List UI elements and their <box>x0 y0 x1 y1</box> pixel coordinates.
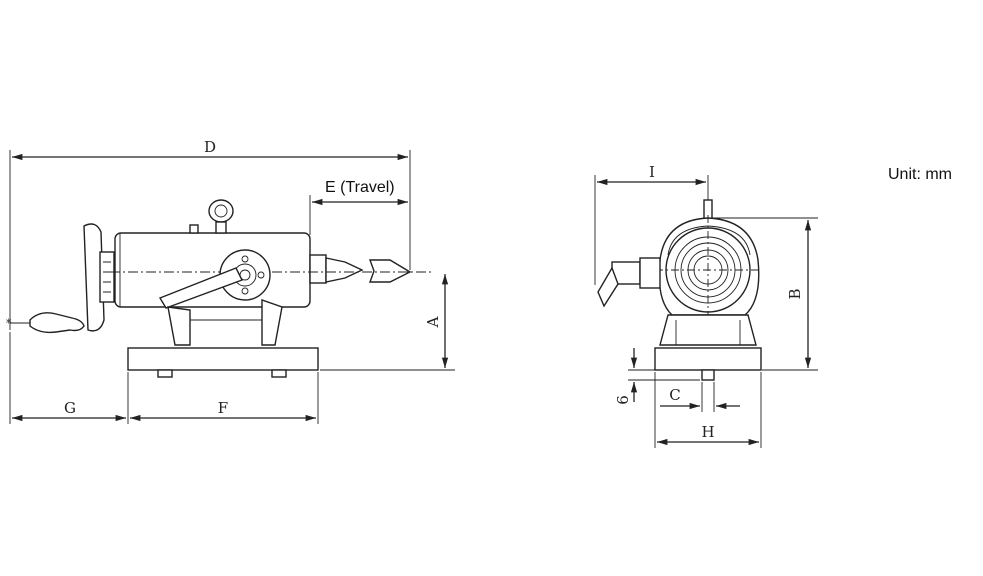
base-plate <box>127 347 319 378</box>
label-e-travel: E (Travel) <box>325 179 395 196</box>
side-view: D E (Travel) * <box>6 138 455 424</box>
label-d: D <box>204 138 216 156</box>
label-c: C <box>669 386 680 404</box>
label-6: 6 <box>614 395 632 405</box>
label-a: A <box>424 316 442 328</box>
tailstock-body <box>110 199 432 346</box>
label-h: H <box>701 423 714 441</box>
label-f: F <box>218 399 228 417</box>
label-g: G <box>64 399 76 417</box>
handwheel: * <box>6 223 115 334</box>
front-view: I B <box>594 163 818 448</box>
label-b: B <box>786 288 804 299</box>
svg-text:*: * <box>6 317 12 330</box>
label-i: I <box>649 163 655 181</box>
unit-label: Unit: mm <box>888 166 952 183</box>
front-body <box>597 199 762 381</box>
